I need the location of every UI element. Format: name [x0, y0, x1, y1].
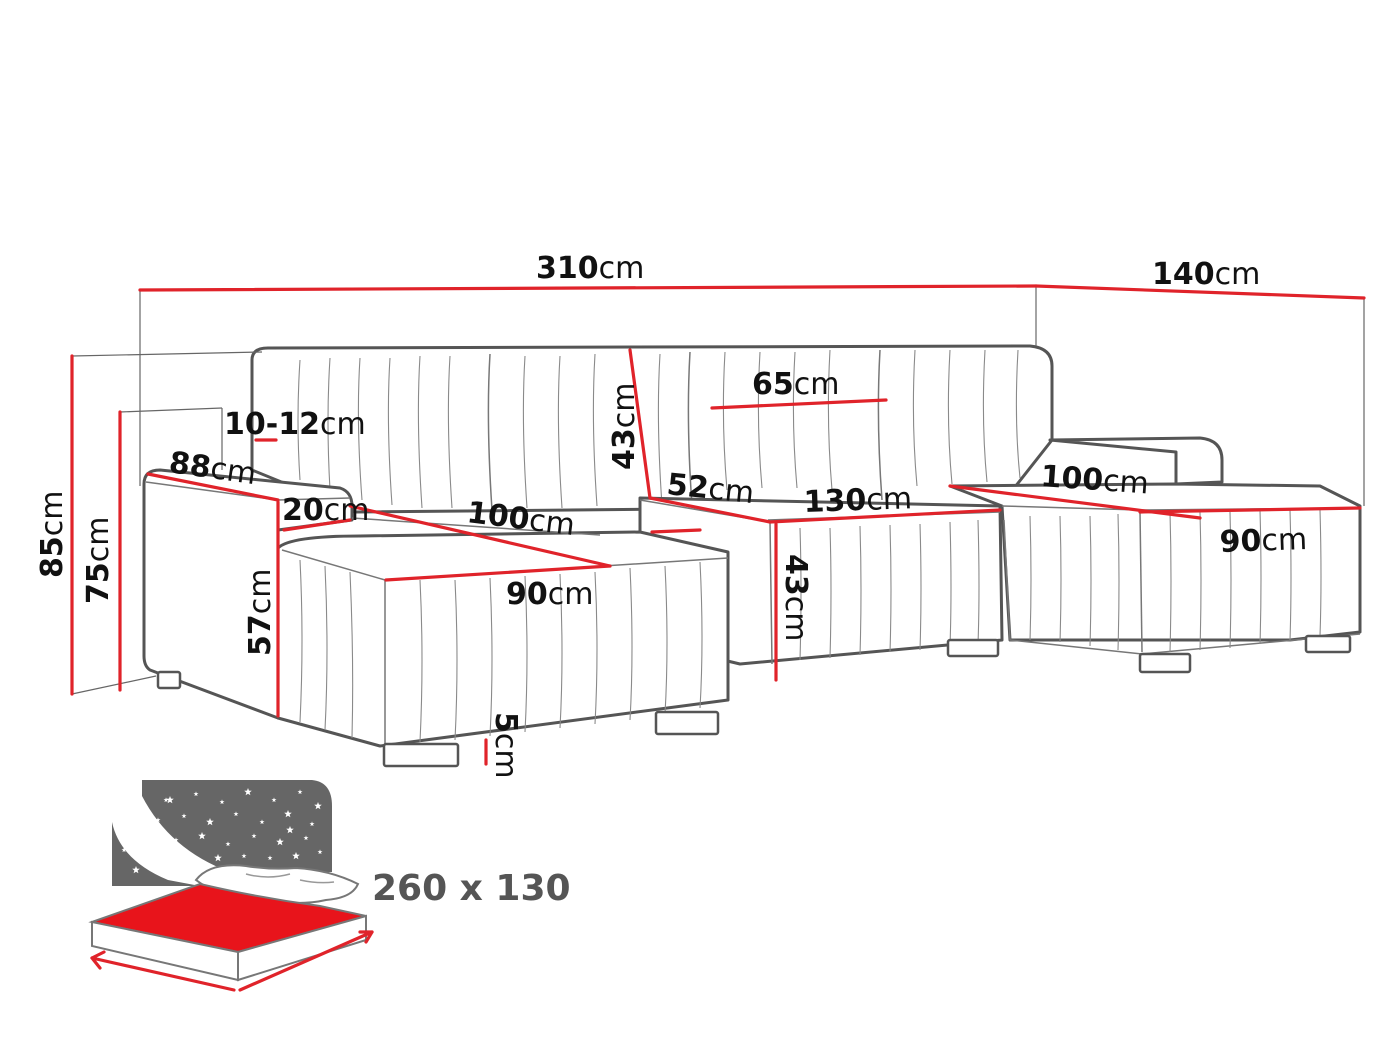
measure-52	[648, 496, 772, 524]
star-icon	[163, 797, 169, 803]
star-icon	[309, 821, 315, 827]
label-10-12: 10-12cm	[224, 407, 366, 442]
backrest-ribs	[297, 349, 1021, 509]
star-icon	[286, 826, 294, 834]
measure-90-right	[1138, 506, 1362, 514]
star-icon	[155, 817, 161, 823]
label-88: 88cm	[167, 445, 258, 492]
star-icon	[276, 838, 284, 846]
measure-43-back	[628, 348, 652, 500]
star-icon	[233, 811, 239, 817]
star-icon	[271, 797, 277, 803]
star-icon	[121, 847, 127, 853]
star-icon	[147, 859, 153, 865]
star-icon	[219, 799, 225, 805]
middle-ribs	[799, 519, 980, 661]
measure-310	[138, 284, 1038, 292]
label-43-seat: 43cm	[778, 554, 813, 641]
label-130: 130cm	[803, 481, 912, 520]
legs	[156, 634, 1352, 768]
left-chaise	[276, 530, 730, 748]
backrest	[250, 344, 1054, 514]
left-armrest	[142, 468, 354, 720]
star-icon	[244, 788, 252, 796]
star-icon	[225, 841, 231, 847]
night-sky-icon	[142, 780, 332, 872]
label-75: 75cm	[81, 517, 116, 604]
sofa-drawing	[142, 344, 1362, 768]
measure-100-left	[348, 504, 612, 568]
measure-lines	[70, 284, 1366, 766]
star-icon	[317, 849, 323, 855]
star-icon	[166, 796, 174, 804]
star-icon	[198, 832, 206, 840]
star-icon	[251, 833, 257, 839]
star-icon	[214, 854, 222, 862]
star-icon	[314, 802, 322, 810]
dimension-labels: 310cm 140cm 85cm 75cm 10-12cm 88cm 20cm …	[35, 251, 1308, 779]
measure-130	[768, 508, 1002, 524]
star-icon	[284, 810, 292, 818]
label-100-right: 100cm	[1039, 459, 1150, 501]
measure-90-left	[384, 564, 612, 582]
star-icon	[292, 852, 300, 860]
star-icon	[189, 853, 195, 859]
measure-20	[282, 518, 352, 532]
label-310: 310cm	[536, 251, 644, 286]
label-5: 5cm	[488, 712, 523, 779]
right-chaise	[948, 482, 1362, 642]
star-icon	[241, 853, 247, 859]
star-icon	[193, 791, 199, 797]
label-20: 20cm	[282, 493, 369, 528]
star-icon	[132, 866, 140, 874]
star-icon	[173, 837, 179, 843]
star-icon	[181, 813, 187, 819]
label-65: 65cm	[752, 367, 839, 402]
sleeping-area-label: 260 x 130	[372, 868, 571, 909]
measure-140	[1034, 284, 1366, 300]
star-icon	[267, 855, 273, 861]
extension-lines	[71, 286, 1365, 695]
left-chaise-ribs	[299, 559, 703, 743]
star-icon	[206, 818, 214, 826]
label-85: 85cm	[35, 491, 70, 578]
label-57: 57cm	[243, 569, 278, 656]
label-140: 140cm	[1152, 257, 1260, 292]
label-90-left: 90cm	[506, 577, 593, 612]
star-icon	[297, 789, 303, 795]
star-icon	[121, 788, 323, 874]
star-icon	[259, 819, 265, 825]
sleeping-area-icon: 260 x 130	[88, 780, 571, 992]
measure-65	[710, 398, 888, 410]
label-90-right: 90cm	[1219, 522, 1308, 560]
label-100-left: 100cm	[465, 495, 577, 543]
label-52: 52cm	[665, 467, 756, 511]
label-43-back: 43cm	[607, 383, 642, 470]
measure-88	[146, 472, 280, 502]
chaise-ribs	[1029, 509, 1322, 653]
star-icon	[303, 835, 309, 841]
